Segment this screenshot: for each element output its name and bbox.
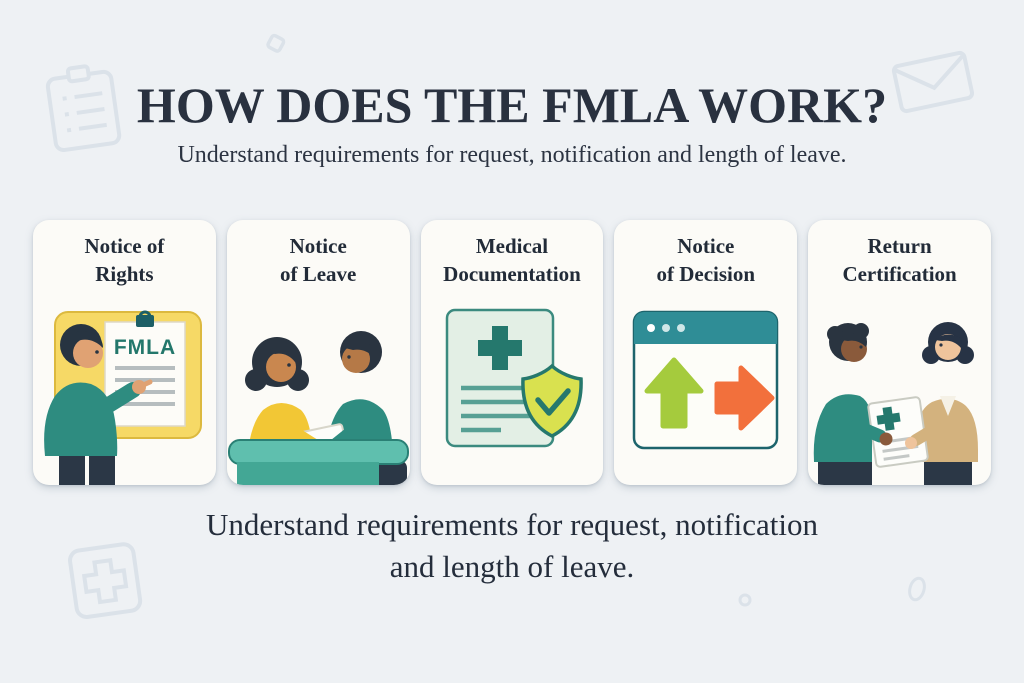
envelope-icon	[891, 50, 975, 114]
leave-discussion-illustration	[227, 331, 409, 485]
first-aid-kit-icon	[68, 542, 143, 619]
card-title-line2: Rights	[95, 262, 154, 286]
card-title: Notice of Leave	[227, 220, 410, 300]
card-title-line2: Certification	[842, 262, 957, 286]
small-ring-icon	[908, 576, 926, 602]
card-notice-of-decision: Notice of Decision	[614, 220, 798, 485]
card-medical-documentation: Medical Documentation	[420, 220, 604, 485]
footer-text: Understand requirements for request, not…	[0, 504, 1024, 587]
footer-line2: and length of leave.	[389, 548, 635, 584]
card-title: Notice of Rights	[33, 220, 216, 300]
steps-row: Notice of Rights FMLA	[33, 220, 991, 485]
card-title: Return Certification	[808, 220, 991, 300]
card-return-certification: Return Certification	[808, 220, 991, 485]
decision-browser-illustration	[633, 310, 779, 450]
card-title-line1: Return	[867, 233, 932, 258]
card-title-line1: Notice of	[84, 233, 165, 258]
card-title-line2: of Decision	[656, 262, 756, 286]
card-title: Medical Documentation	[421, 220, 604, 300]
page-subtitle: Understand requirements for request, not…	[177, 142, 847, 168]
card-title-line1: Notice	[677, 233, 735, 258]
card-title-line1: Notice	[289, 233, 347, 258]
page-title: HOW DOES THE FMLA WORK?	[136, 77, 888, 133]
clipboard-icon	[45, 64, 122, 153]
employee-pointing-at-fmla-board-illustration: FMLA	[44, 310, 202, 485]
fmla-board-label: FMLA	[114, 336, 176, 359]
card-title-line2: Documentation	[443, 262, 581, 286]
card-title: Notice of Decision	[614, 220, 797, 300]
small-dot-icon	[738, 593, 752, 607]
card-title-line2: of Leave	[279, 262, 357, 286]
card-title-line1: Medical	[475, 233, 549, 258]
footer-line1: Understand requirements for request, not…	[205, 507, 819, 542]
medical-cross-icon	[477, 326, 522, 370]
up-arrow-icon	[644, 357, 704, 429]
card-notice-of-leave: Notice of Leave	[226, 220, 410, 485]
shield-check-icon	[520, 363, 583, 438]
medical-document-with-shield-illustration	[445, 308, 583, 448]
certificate-cross-icon	[876, 406, 901, 431]
card-notice-of-rights: Notice of Rights FMLA	[33, 220, 216, 485]
diamond-icon	[266, 33, 286, 53]
right-arrow-icon	[714, 365, 775, 431]
return-certificate-handover-illustration	[813, 322, 979, 485]
